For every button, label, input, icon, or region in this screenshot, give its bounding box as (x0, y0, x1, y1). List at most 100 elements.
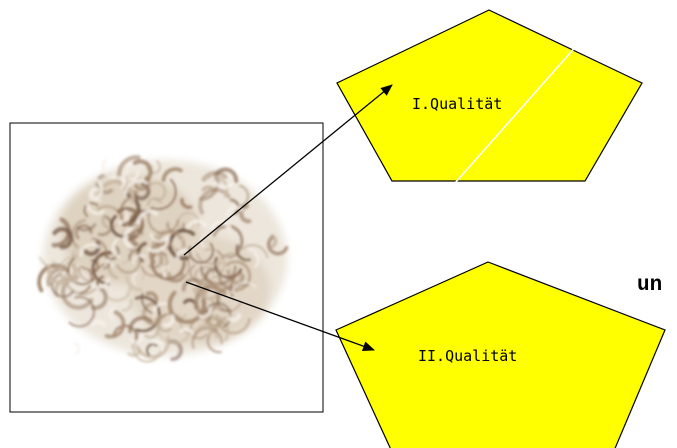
wool-fiber (198, 187, 231, 215)
wool-fiber (146, 160, 161, 175)
wool-fiber (237, 184, 250, 208)
wool-fiber (225, 260, 252, 292)
wool-fiber (95, 173, 114, 195)
wool-highlight (92, 178, 104, 202)
wool-fiber (145, 291, 159, 303)
quality-2-shape: II.Qualität (335, 261, 666, 448)
wool-fiber (90, 259, 100, 274)
wool-fiber (68, 296, 95, 328)
wool-fiber (147, 209, 179, 234)
wool-fiber (203, 248, 226, 280)
wool-fiber (167, 290, 207, 324)
wool-fiber (199, 175, 220, 201)
wool-fiber (71, 219, 86, 249)
wool-highlight (89, 277, 111, 289)
wool-highlight (132, 254, 146, 265)
wool-fiber (218, 270, 242, 288)
wool-highlight (151, 339, 164, 352)
wool-fiber (207, 262, 233, 277)
wool-fiber (38, 250, 75, 269)
wool-fiber (241, 244, 269, 259)
wool-fiber (201, 170, 228, 182)
arrow-to-quality-2 (185, 281, 375, 351)
wool-highlight (248, 248, 260, 269)
wool-highlight (86, 202, 105, 215)
wool-fiber (101, 216, 117, 230)
wool-highlight (147, 235, 170, 253)
wool-fiber (52, 241, 79, 270)
wool-fiber (192, 287, 221, 301)
wool-fiber (90, 286, 108, 310)
wool-fiber (151, 229, 187, 257)
wool-fiber (150, 178, 177, 211)
wool-fiber (267, 235, 289, 256)
wool-sample-image (9, 122, 324, 413)
wool-highlight (231, 281, 257, 294)
wool-fiber (128, 248, 141, 261)
wool-fiber (161, 167, 183, 182)
wool-highlight (152, 302, 167, 317)
wool-fiber (133, 175, 151, 191)
wool-fiber (168, 228, 196, 261)
wool-highlight (111, 238, 121, 259)
wool-fiber (98, 253, 111, 270)
wool-fiber (51, 273, 75, 298)
wool-highlight (149, 232, 167, 243)
arrow-to-quality-1 (183, 84, 393, 256)
wool-highlight (163, 314, 175, 328)
wool-fiber (206, 314, 230, 342)
wool-fiber (196, 252, 216, 265)
wool-highlight (124, 179, 149, 197)
wool-highlight (132, 272, 138, 285)
wool-fiber (128, 316, 153, 334)
wool-fiber (147, 197, 162, 206)
wool-fiber (59, 256, 79, 283)
wool-highlight (101, 259, 114, 268)
wool-fiber (121, 298, 133, 312)
wool-highlight (176, 249, 187, 261)
wool-fiber (199, 265, 237, 286)
wool-fiber (146, 343, 158, 356)
wool-fiber (111, 245, 120, 261)
wool-fiber (204, 302, 232, 328)
wool-fiber (212, 224, 244, 251)
wool-curls (37, 155, 289, 363)
wool-fiber (206, 328, 222, 354)
quality-1-label: I.Qualität (412, 95, 502, 113)
quality-1-pentagon (336, 9, 643, 182)
white-highlight-line (454, 43, 579, 184)
partial-text: un (637, 274, 662, 297)
wool-highlight (91, 188, 103, 202)
wool-fiber (116, 248, 142, 274)
wool-fiber (76, 223, 97, 232)
wool-highlight (227, 313, 242, 322)
wool-highlight (136, 209, 159, 224)
wool-fiber (217, 249, 231, 258)
wool-fiber (125, 276, 143, 292)
wool-fiber (205, 175, 229, 198)
wool-fiber (226, 269, 251, 287)
wool-highlight (210, 220, 232, 230)
wool-fiber (215, 314, 251, 335)
wool-fiber (51, 217, 72, 248)
quality-1-shape: I.Qualität (336, 9, 643, 184)
wool-fiber (78, 265, 98, 282)
wool-highlight (162, 265, 170, 278)
wool-fiber (155, 312, 183, 326)
wool-fiber (239, 204, 252, 224)
wool-highlight (186, 219, 208, 230)
wool-highlight (179, 327, 194, 336)
wool-highlight (108, 306, 116, 321)
wool-fiber (46, 266, 66, 287)
wool-fiber (52, 227, 74, 250)
wool-fiber (201, 185, 216, 193)
wool-highlight (130, 335, 143, 344)
wool-fiber (161, 254, 190, 283)
wool-highlight (198, 307, 212, 319)
wool-fiber (235, 244, 251, 262)
wool-highlight (101, 159, 117, 179)
wool-fiber (104, 310, 126, 339)
wool-highlight (129, 170, 140, 181)
